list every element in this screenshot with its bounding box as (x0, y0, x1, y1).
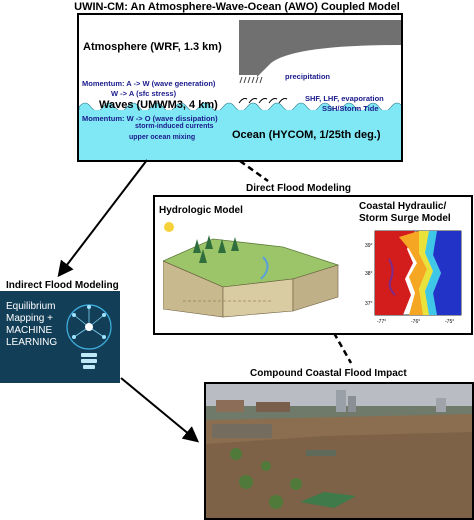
dashed-to-direct (239, 159, 269, 183)
ml-line2: Mapping + (6, 313, 53, 324)
lat-label-38: 38° (365, 271, 373, 277)
coastal-title: Coastal Hydraulic/ Storm Surge Model (359, 201, 451, 225)
direct-title: Direct Flood Modeling (246, 183, 351, 194)
flux-label: SHF, LHF, evaporation (305, 94, 384, 103)
precipitation-label: precipitation (285, 72, 331, 81)
sun-icon (164, 222, 174, 232)
precipitation-lines (239, 76, 263, 84)
ocean-region (79, 110, 401, 160)
momentum-wo-label: Momentum: W -> O (wave dissipation) (82, 114, 218, 123)
coastal-title-line2: Storm Surge Model (359, 213, 451, 224)
waves-label: Waves (UMWM3, 4 km) (99, 99, 218, 111)
awo-model-box: Atmosphere (WRF, 1.3 km) precipitation M… (77, 13, 403, 162)
lightbulb-icon (66, 304, 112, 369)
ml-line1: Equilibrium (6, 301, 56, 312)
impact-title: Compound Coastal Flood Impact (250, 368, 407, 379)
lon-label-75: -75° (445, 319, 454, 325)
storm-surge-map: 39° 38° 37° -77° -76° -75° (365, 230, 462, 325)
coastal-title-line1: Coastal Hydraulic/ (359, 201, 447, 212)
lon-label-76: -76° (411, 319, 420, 325)
lat-label-37: 37° (365, 301, 373, 307)
dashed-to-impact (332, 332, 353, 364)
ocean-label: Ocean (HYCOM, 1/25th deg.) (232, 129, 381, 141)
indirect-panel: Equilibrium Mapping + MACHINE LEARNING (0, 291, 120, 383)
flood-photo-drawing (206, 384, 472, 518)
atmosphere-label: Atmosphere (WRF, 1.3 km) (83, 41, 222, 53)
ml-text: Equilibrium Mapping + MACHINE LEARNING (6, 301, 57, 349)
lat-label-39: 39° (365, 243, 373, 249)
currents-label: storm-induced currents (135, 123, 214, 130)
momentum-wa-label: W -> A (sfc stress) (111, 89, 177, 98)
arrow-to-impact (120, 377, 200, 443)
hydrologic-diagram (163, 222, 340, 318)
flood-photo (204, 382, 474, 520)
direct-model-box: Hydrologic Model Coastal Hydraulic/ Stor… (153, 195, 473, 335)
arrow-to-indirect (57, 159, 148, 278)
ml-line4: LEARNING (6, 337, 58, 348)
ssh-label: SSH/Storm Tide (322, 104, 379, 113)
lon-label-77: -77° (377, 319, 386, 325)
ml-line3: MACHINE (6, 325, 53, 336)
mixing-label: upper ocean mixing (129, 134, 196, 141)
hydrologic-title: Hydrologic Model (159, 205, 243, 216)
indirect-title: Indirect Flood Modeling (6, 280, 119, 291)
flux-arrows (238, 98, 288, 104)
cloud-shape (239, 20, 401, 77)
momentum-aw-label: Momentum: A -> W (wave generation) (82, 79, 216, 88)
main-title: UWIN-CM: An Atmosphere-Wave-Ocean (AWO) … (74, 1, 400, 13)
